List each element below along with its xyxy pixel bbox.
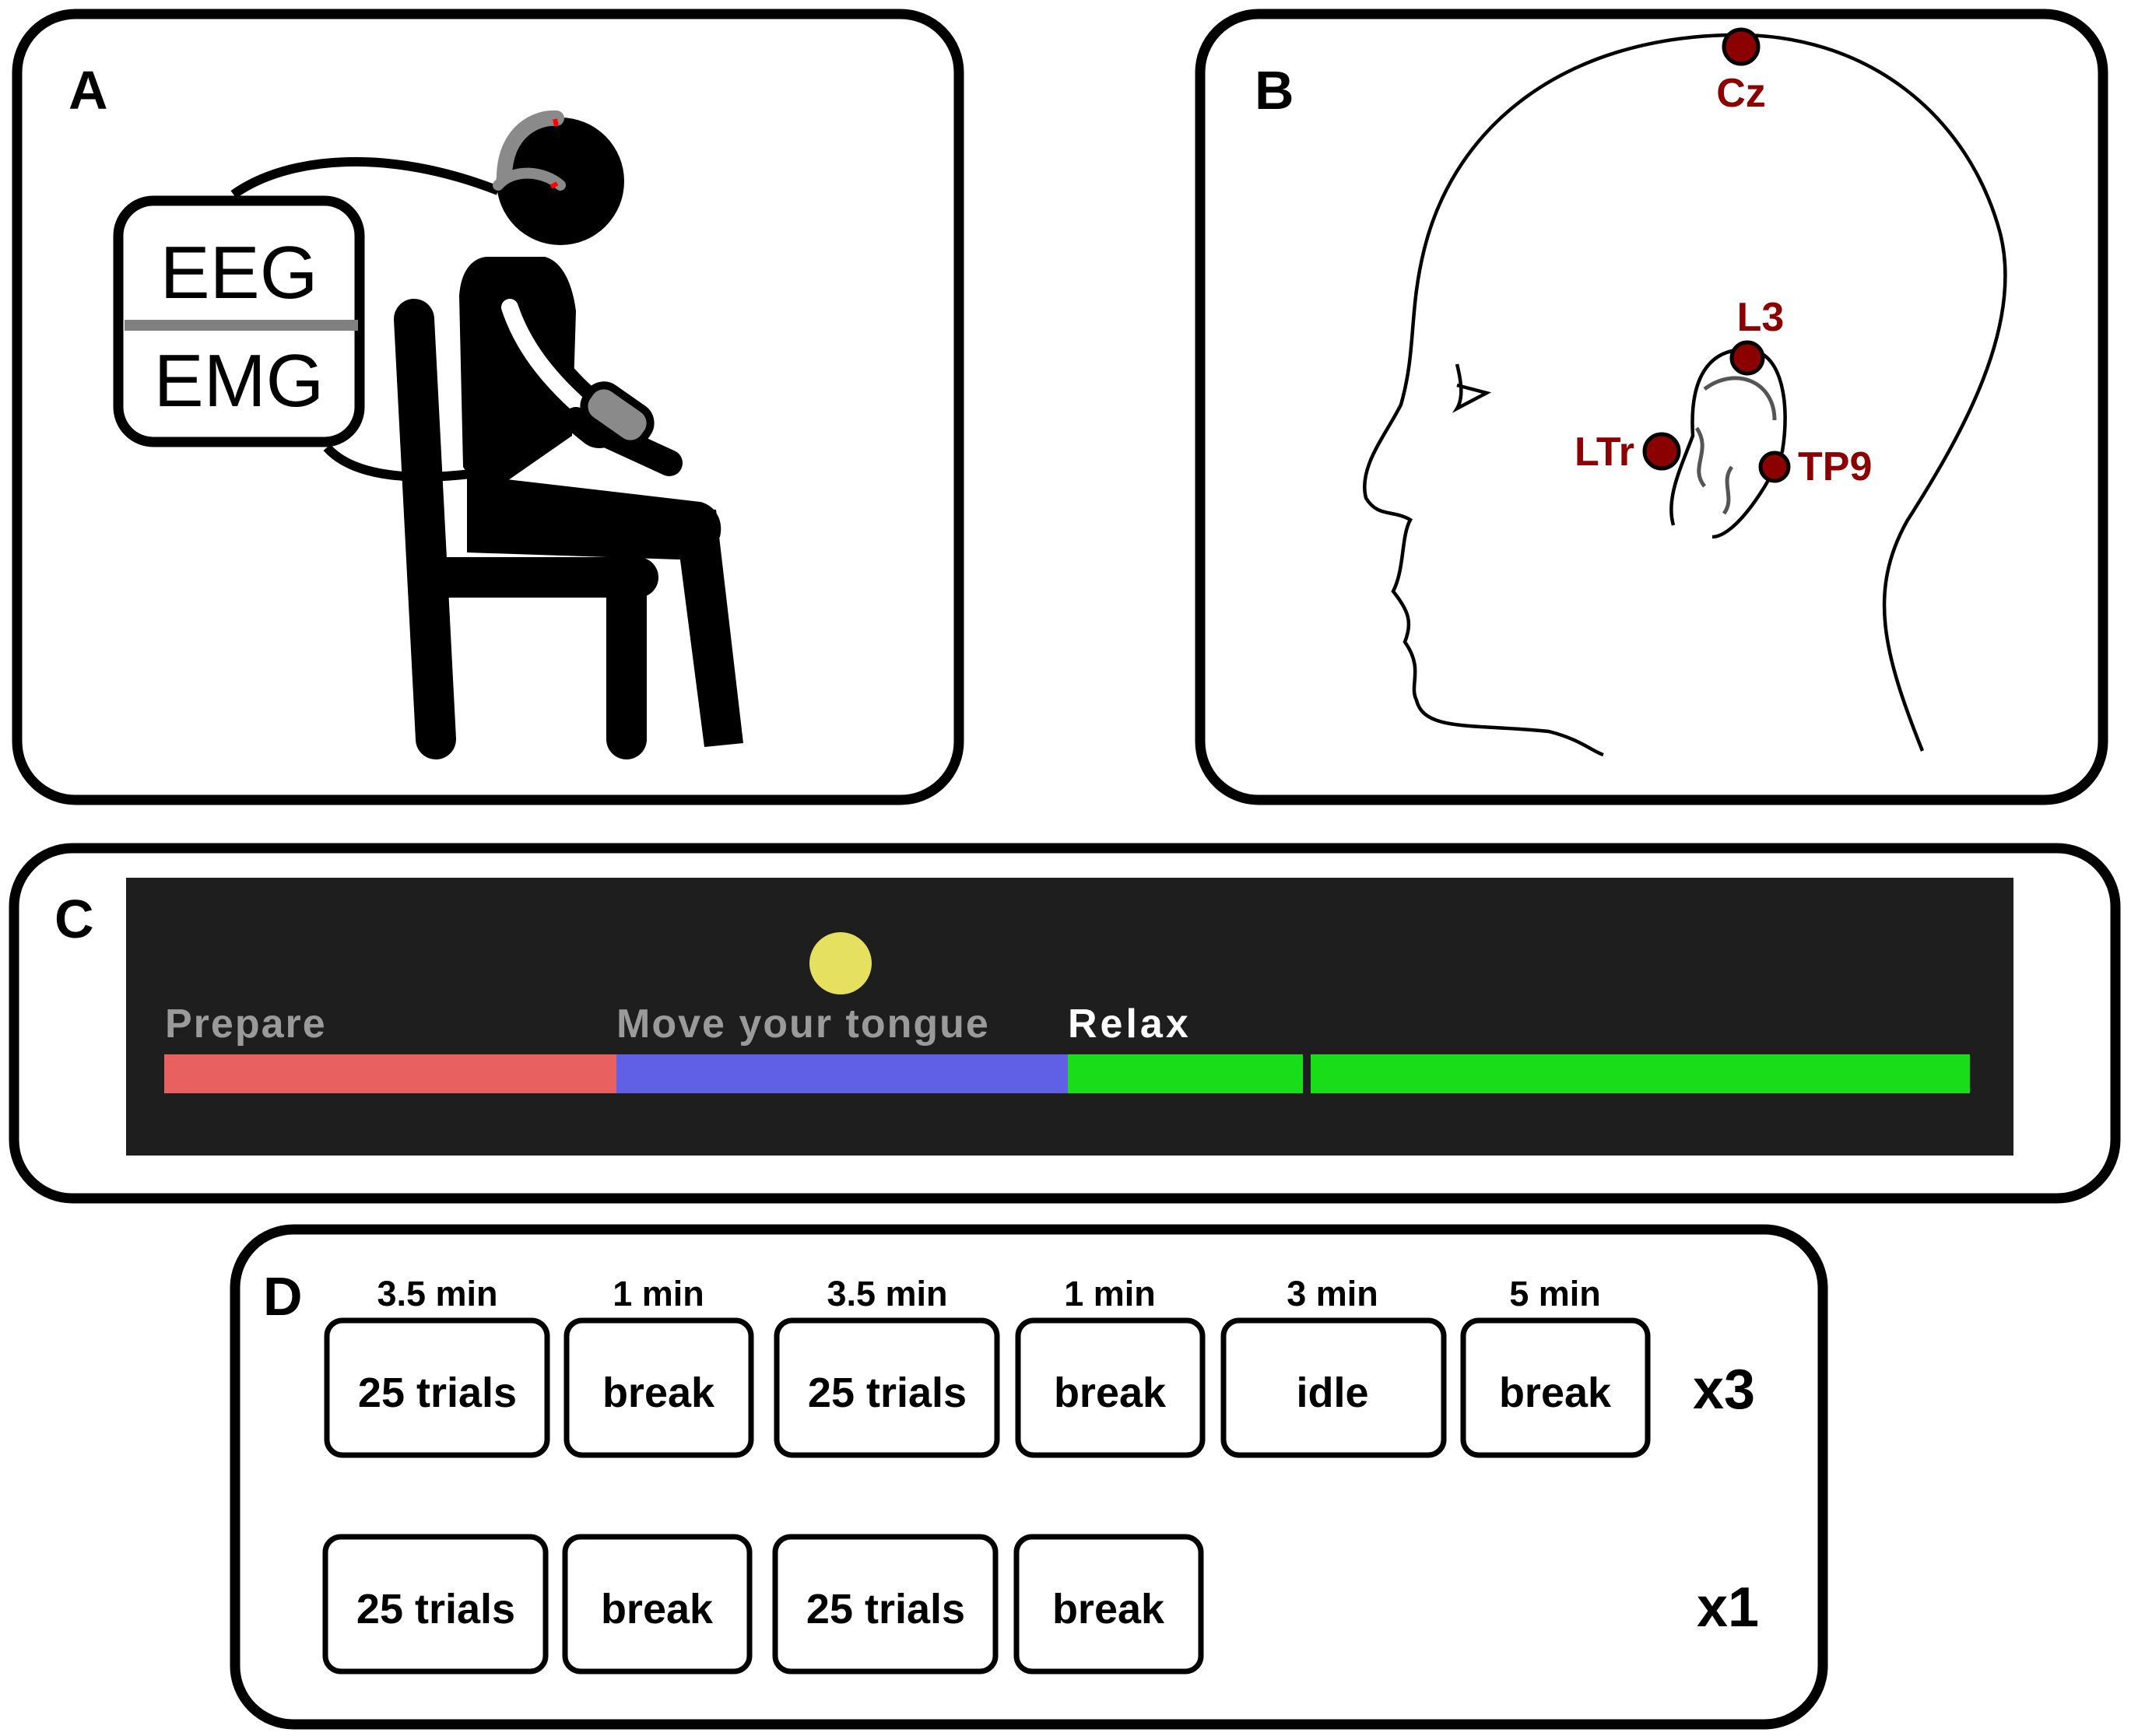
panel-d-letter: D [263,1266,303,1327]
duration-label: 1 min [613,1274,704,1313]
task-screen [126,878,2013,1156]
headset-band [497,110,564,183]
session-block [772,1534,999,1675]
person [459,110,743,747]
electrode-mark [553,118,559,127]
hand-device [580,381,655,448]
electrode-label-tp9: TP9 [1798,444,1872,489]
session-block [1015,1317,1206,1458]
session-block [1460,1317,1651,1458]
label-relax: Relax [1068,1001,1192,1047]
cable [230,156,500,198]
thigh [467,475,721,560]
ear-lobe [1722,465,1734,515]
panel-c-letter: C [54,889,94,949]
bar-move [616,1054,1068,1093]
shin [673,506,743,747]
bar-prepare [164,1054,616,1093]
block-label: idle [1296,1370,1368,1416]
session-block [1013,1534,1204,1675]
headset-arm [493,167,566,191]
repeat-label-row2: x1 [1697,1576,1759,1639]
duration-label: 1 min [1064,1274,1156,1313]
session-block [774,1317,1000,1458]
session-block [324,1317,550,1458]
panel-a: A EEG EMG [12,9,964,805]
electrode-ltr [1642,432,1681,471]
session-block [1220,1317,1447,1458]
duration-label: 5 min [1509,1274,1601,1313]
bar-relax-extended [1311,1054,1970,1093]
block-label: break [1499,1370,1612,1416]
duration-label: 3 min [1287,1274,1378,1313]
arm-highlight [501,299,600,425]
electrode-label-l3: L3 [1737,295,1785,340]
eye [1452,363,1492,413]
label-prepare: Prepare [165,1001,327,1047]
block-label: break [601,1586,714,1633]
duration-label: 3.5 min [377,1274,497,1313]
head-outline [1363,33,2007,757]
device-label-emg: EMG [154,339,325,423]
electrode-label-ltr: LTr [1575,430,1634,475]
block-label: 25 trials [356,1586,515,1633]
torso [459,257,576,498]
device-label-eeg: EEG [160,231,318,314]
session-block [563,1317,754,1458]
bar-relax [1068,1054,1303,1093]
electrode-mark [549,181,559,189]
electrode-cz [1722,27,1761,66]
chair [394,299,658,759]
panel-b-letter: B [1255,60,1294,121]
panel-b: B Cz L3 LTr TP9 [1195,9,2108,805]
session-block [322,1534,549,1675]
session-block [562,1534,753,1675]
duration-label: 3.5 min [827,1274,947,1313]
panel-d: D 3.5 min 1 min 3.5 min 1 min 3 min 5 mi… [230,1224,1828,1730]
electrode-l3 [1729,340,1765,376]
panel-c: C Prepare Move your tongue Relax [9,843,2121,1204]
cue-dot [809,932,872,994]
panel-a-letter: A [68,60,108,121]
panel-b-frame [1195,9,2108,805]
block-label: break [1052,1586,1165,1633]
repeat-label-row1: x3 [1693,1359,1755,1421]
electrode-label-cz: Cz [1716,71,1766,116]
block-label: 25 trials [808,1370,967,1416]
block-label: break [602,1370,715,1416]
block-label: break [1054,1370,1167,1416]
label-move: Move your tongue [616,1001,990,1047]
electrode-tp9 [1758,451,1791,483]
block-label: 25 trials [806,1586,965,1633]
ear-helix [1703,376,1777,421]
block-label: 25 trials [358,1370,517,1416]
ear-tragus [1694,426,1707,488]
